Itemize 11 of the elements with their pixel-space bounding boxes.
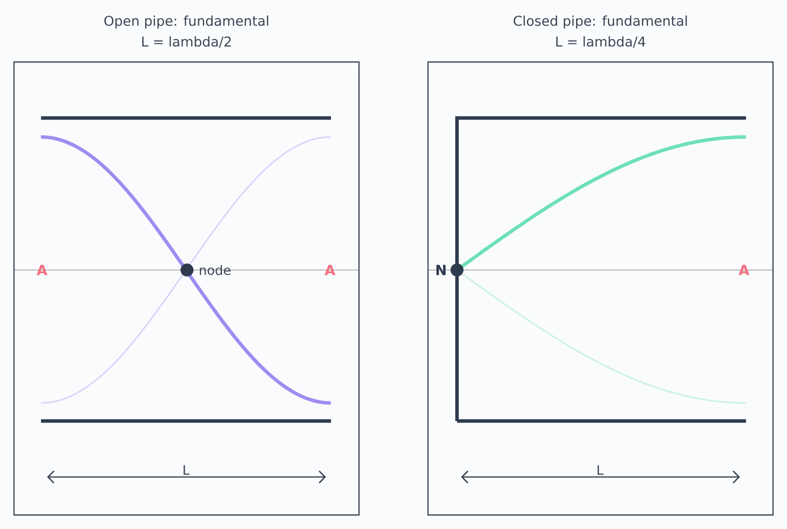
panel-title: L = lambda/4 xyxy=(556,36,646,48)
text-label: L xyxy=(598,465,604,475)
text-label: node xyxy=(200,264,230,276)
panel-title: Closed pipe: fundamental xyxy=(514,15,687,29)
antinode-label: A xyxy=(36,264,48,276)
node-label: N xyxy=(436,264,446,276)
antinode-label: A xyxy=(324,264,336,276)
panel-title: L = lambda/2 xyxy=(142,36,231,48)
text-label: L xyxy=(184,465,190,475)
panel-title: Open pipe: fundamental xyxy=(104,15,268,29)
antinode-label: A xyxy=(738,264,750,276)
